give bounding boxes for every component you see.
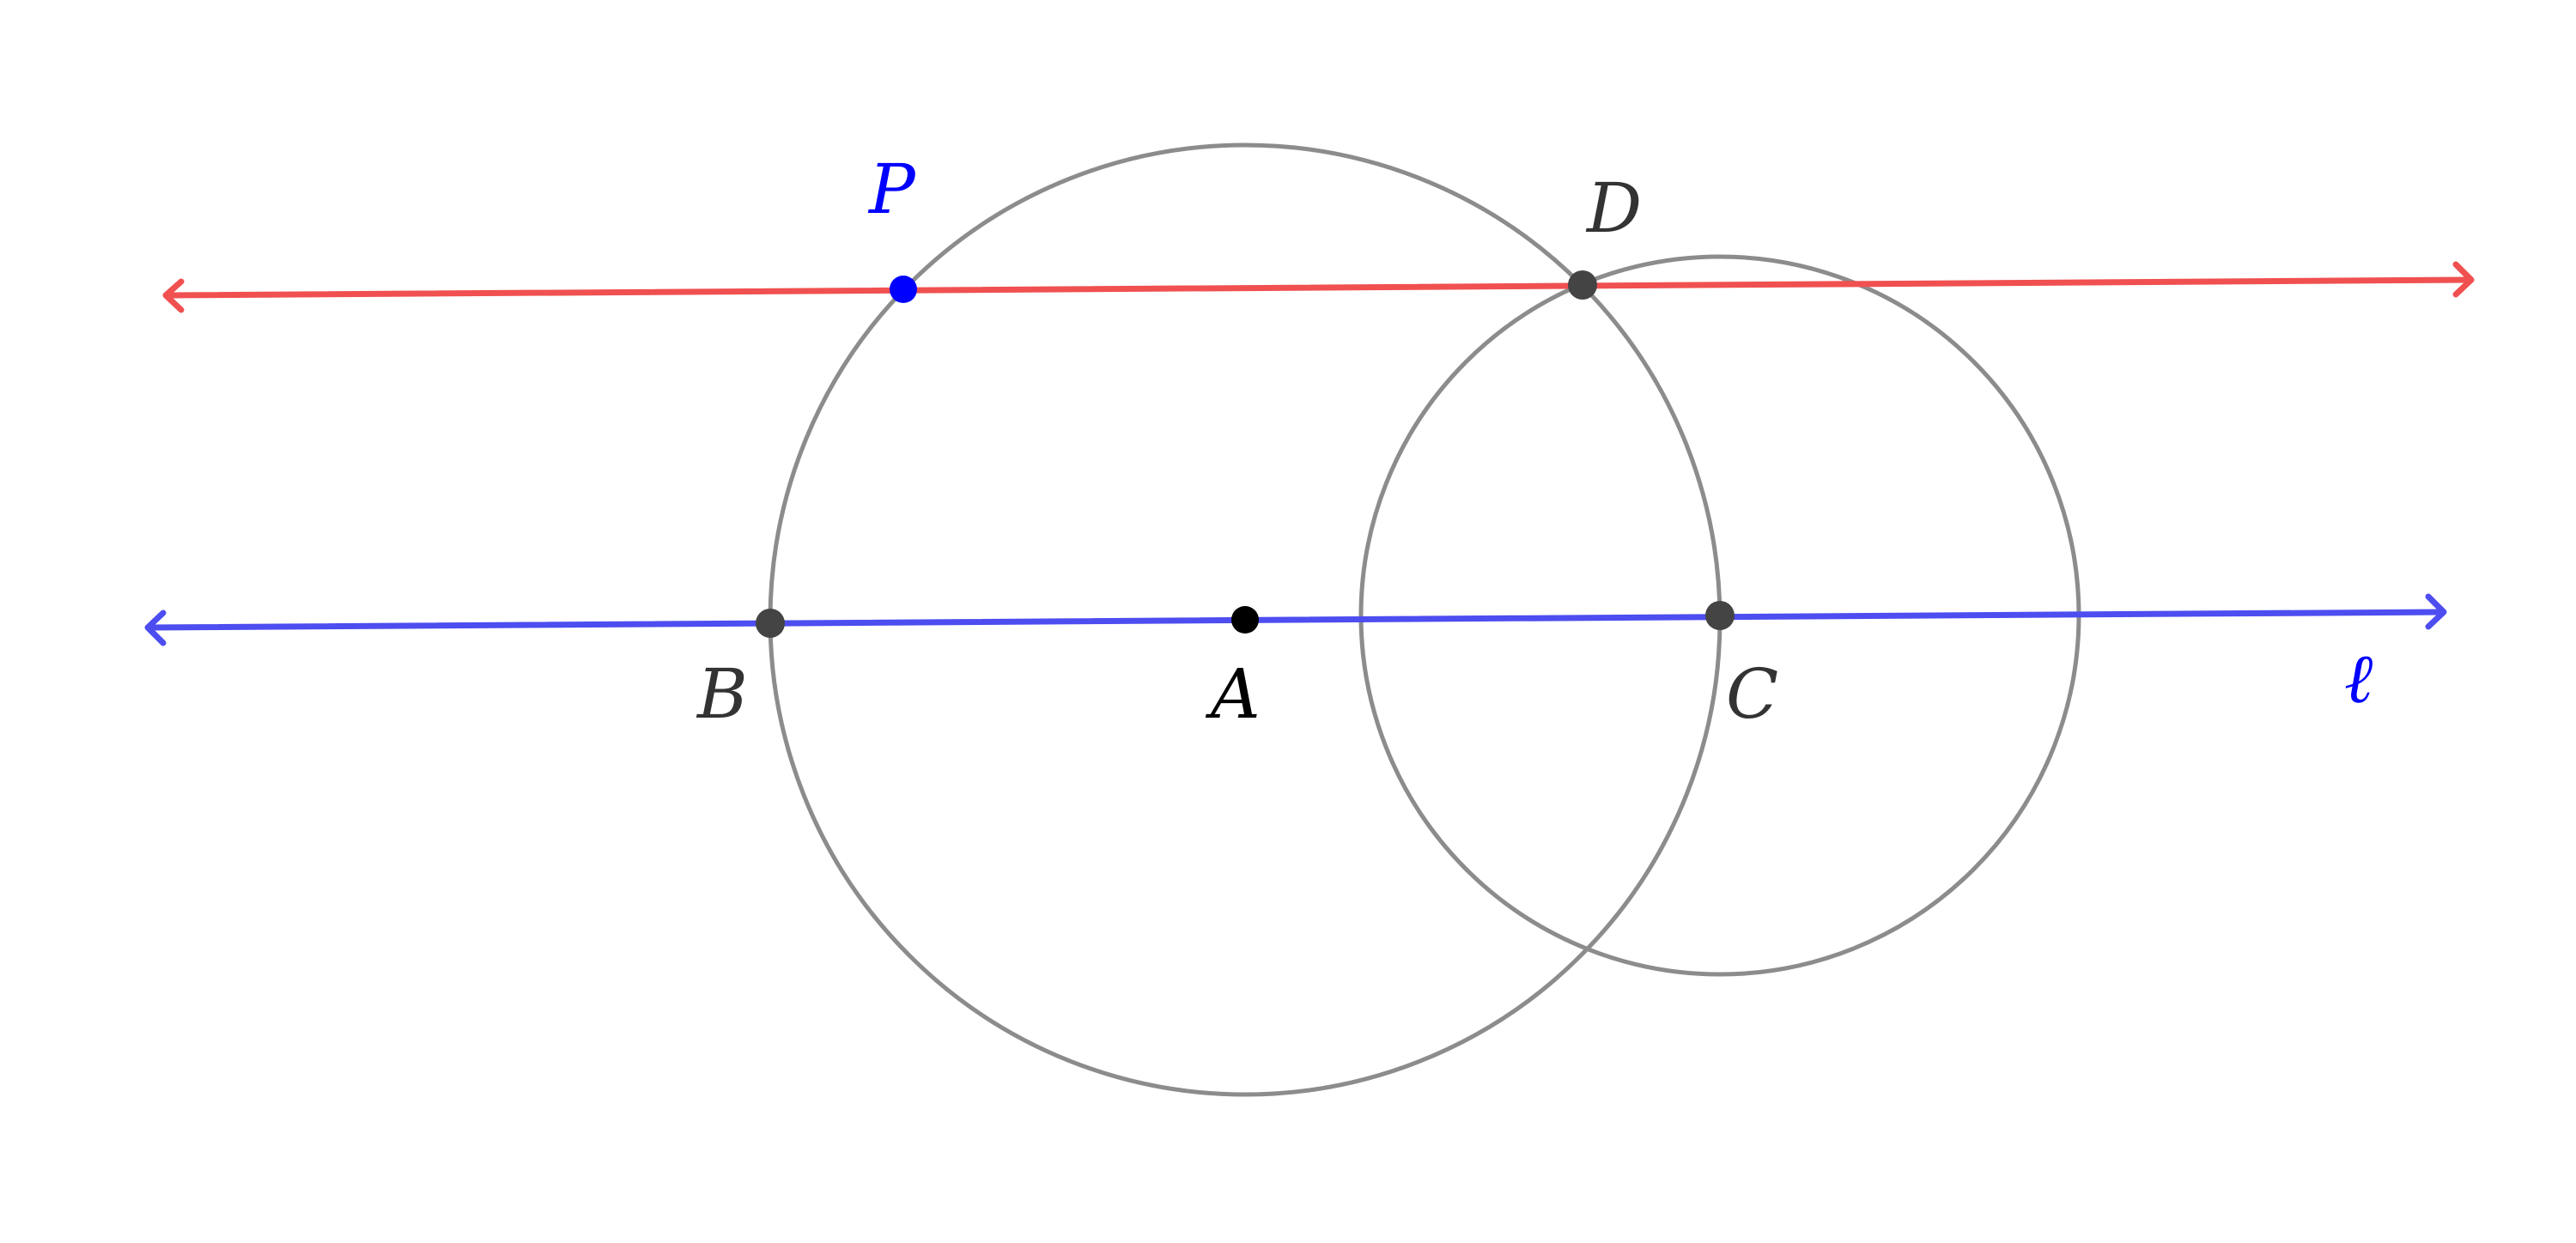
label-a: A (1205, 654, 1261, 734)
red-line-right-arrowhead-icon (2452, 261, 2475, 298)
label-d: D (1585, 168, 1642, 248)
point-d[interactable] (1568, 270, 1597, 300)
label-c: C (1726, 654, 1778, 734)
label-line-l: ℓ (2344, 639, 2372, 719)
point-c[interactable] (1705, 601, 1735, 630)
blue-line-l (148, 609, 2445, 631)
point-p[interactable] (890, 276, 917, 303)
blue-line-left-arrowhead-icon (144, 609, 167, 646)
point-a[interactable] (1231, 606, 1259, 634)
red-line-pd (167, 276, 2473, 299)
red-line-left-arrowhead-icon (162, 278, 185, 313)
label-b: B (696, 654, 748, 734)
label-p: P (867, 149, 916, 229)
point-b[interactable] (756, 609, 785, 638)
blue-line-right-arrowhead-icon (2425, 593, 2447, 630)
